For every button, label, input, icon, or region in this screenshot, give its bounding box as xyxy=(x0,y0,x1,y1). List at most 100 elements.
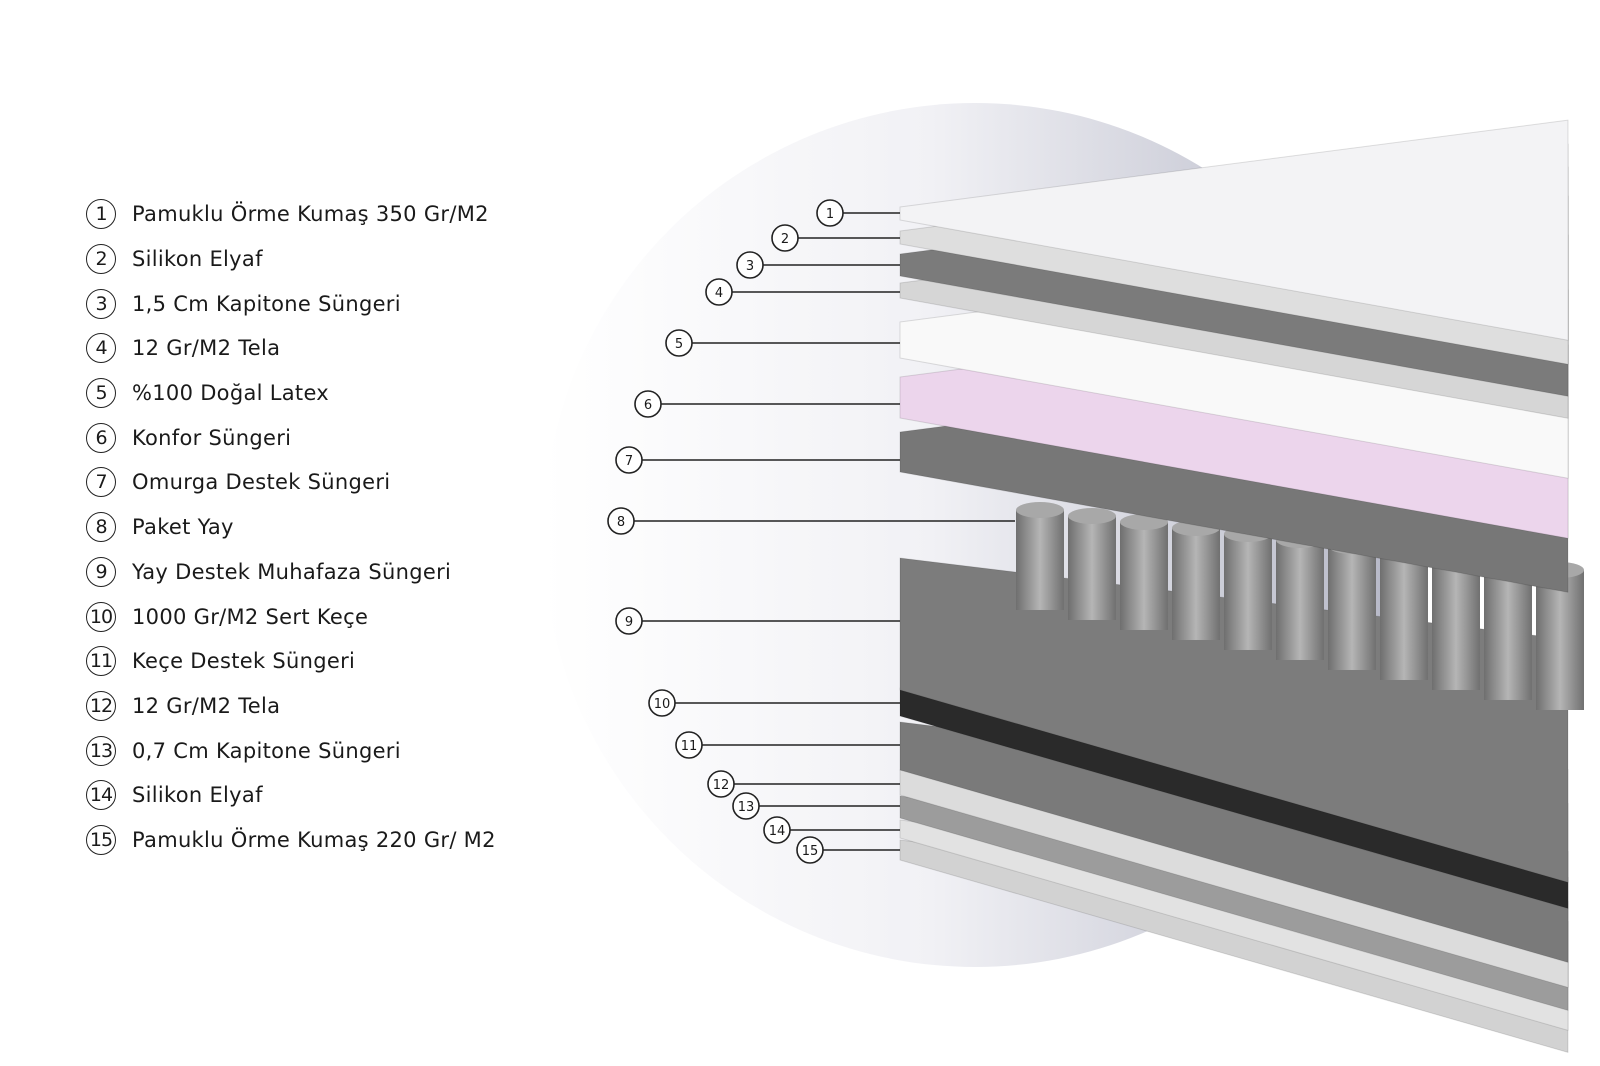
legend-label: Pamuklu Örme Kumaş 220 Gr/ M2 xyxy=(132,827,496,852)
spring-body xyxy=(1276,540,1324,660)
callout-number: 9 xyxy=(625,615,633,630)
callout-circle xyxy=(796,836,824,864)
callout-number: 11 xyxy=(681,739,698,754)
pocket-spring xyxy=(1224,526,1272,650)
spring-top xyxy=(1068,508,1116,524)
pocket-spring xyxy=(1276,532,1324,660)
callout-number: 10 xyxy=(654,697,671,712)
legend-label: 0,7 Cm Kapitone Süngeri xyxy=(132,738,401,763)
pocket-spring xyxy=(1328,538,1376,670)
spring-body xyxy=(1432,558,1480,690)
legend-item: 11 Keçe Destek Süngeri xyxy=(86,639,496,684)
layer-1 xyxy=(899,119,1569,341)
legend-label: Konfor Süngeri xyxy=(132,425,292,450)
legend-item: 5 %100 Doğal Latex xyxy=(86,371,496,416)
callout-1: 1 xyxy=(816,199,900,227)
legend-label: Pamuklu Örme Kumaş 350 Gr/M2 xyxy=(132,202,489,227)
legend-number-badge: 12 xyxy=(86,690,116,721)
legend-number-badge: 7 xyxy=(86,467,116,498)
pocket-spring xyxy=(1068,508,1116,620)
callout-number: 15 xyxy=(802,844,819,859)
legend-number-badge: 11 xyxy=(86,646,116,677)
spring-body xyxy=(1536,570,1584,710)
callout-15: 15 xyxy=(796,836,900,864)
callout-number: 1 xyxy=(826,207,834,222)
legend-number-badge: 13 xyxy=(86,735,116,766)
callout-circle xyxy=(763,816,791,844)
legend-number-badge: 10 xyxy=(86,601,116,632)
legend-item: 1 Pamuklu Örme Kumaş 350 Gr/M2 xyxy=(86,192,496,237)
spring-body xyxy=(1172,528,1220,640)
legend-number-badge: 6 xyxy=(86,422,116,453)
legend-label: 1000 Gr/M2 Sert Keçe xyxy=(132,604,369,629)
callout-2: 2 xyxy=(771,224,900,252)
callout-circle xyxy=(707,770,735,798)
spring-body xyxy=(1120,522,1168,630)
spring-body xyxy=(1016,510,1064,610)
callout-number: 7 xyxy=(625,454,633,469)
callout-circle xyxy=(615,446,643,474)
legend-number-badge: 9 xyxy=(86,556,116,587)
legend-number-badge: 14 xyxy=(86,780,116,811)
legend-item: 15 Pamuklu Örme Kumaş 220 Gr/ M2 xyxy=(86,818,496,863)
legend-item: 13 0,7 Cm Kapitone Süngeri xyxy=(86,728,496,773)
callout-number: 3 xyxy=(746,259,754,274)
callout-number: 2 xyxy=(781,232,789,247)
pocket-spring xyxy=(1172,520,1220,640)
pocket-spring xyxy=(1536,562,1584,710)
spring-body xyxy=(1328,546,1376,670)
legend-item: 14 Silikon Elyaf xyxy=(86,773,496,818)
callout-13: 13 xyxy=(732,792,900,820)
callout-circle xyxy=(607,507,635,535)
legend-label: Keçe Destek Süngeri xyxy=(132,649,356,674)
callout-circle xyxy=(665,329,693,357)
callout-number: 8 xyxy=(617,515,625,530)
legend-label: 1,5 Cm Kapitone Süngeri xyxy=(132,291,401,316)
spring-body xyxy=(1380,552,1428,680)
callout-circle xyxy=(675,731,703,759)
legend-item: 12 12 Gr/M2 Tela xyxy=(86,684,496,729)
callout-circle xyxy=(816,199,844,227)
legend-item: 10 1000 Gr/M2 Sert Keçe xyxy=(86,594,496,639)
spring-body xyxy=(1068,516,1116,620)
callout-8: 8 xyxy=(607,507,1015,535)
legend-item: 6 Konfor Süngeri xyxy=(86,415,496,460)
legend-number-badge: 2 xyxy=(86,244,116,275)
callout-number: 12 xyxy=(713,778,730,793)
pocket-spring xyxy=(1120,514,1168,630)
callout-circle xyxy=(634,390,662,418)
legend-label: Silikon Elyaf xyxy=(132,247,263,272)
legend-label: %100 Doğal Latex xyxy=(132,381,330,406)
legend-number-badge: 1 xyxy=(86,199,116,230)
callout-circle xyxy=(736,251,764,279)
legend-label: Silikon Elyaf xyxy=(132,783,263,808)
callout-number: 5 xyxy=(675,337,683,352)
legend-label: 12 Gr/M2 Tela xyxy=(132,693,281,718)
callout-circle xyxy=(771,224,799,252)
callout-number: 13 xyxy=(738,800,755,815)
callout-number: 4 xyxy=(715,286,723,301)
pocket-spring xyxy=(1016,502,1064,610)
callout-9: 9 xyxy=(615,607,900,635)
spring-body xyxy=(1484,564,1532,700)
callout-circle xyxy=(705,278,733,306)
spring-top xyxy=(1016,502,1064,518)
callout-number: 14 xyxy=(769,824,786,839)
callout-circle xyxy=(732,792,760,820)
callout-number: 6 xyxy=(644,398,652,413)
callout-14: 14 xyxy=(763,816,900,844)
callout-circle xyxy=(615,607,643,635)
spring-body xyxy=(1224,534,1272,650)
legend-number-badge: 4 xyxy=(86,333,116,364)
legend-number-badge: 15 xyxy=(86,824,116,855)
callout-4: 4 xyxy=(705,278,900,306)
legend-number-badge: 5 xyxy=(86,378,116,409)
